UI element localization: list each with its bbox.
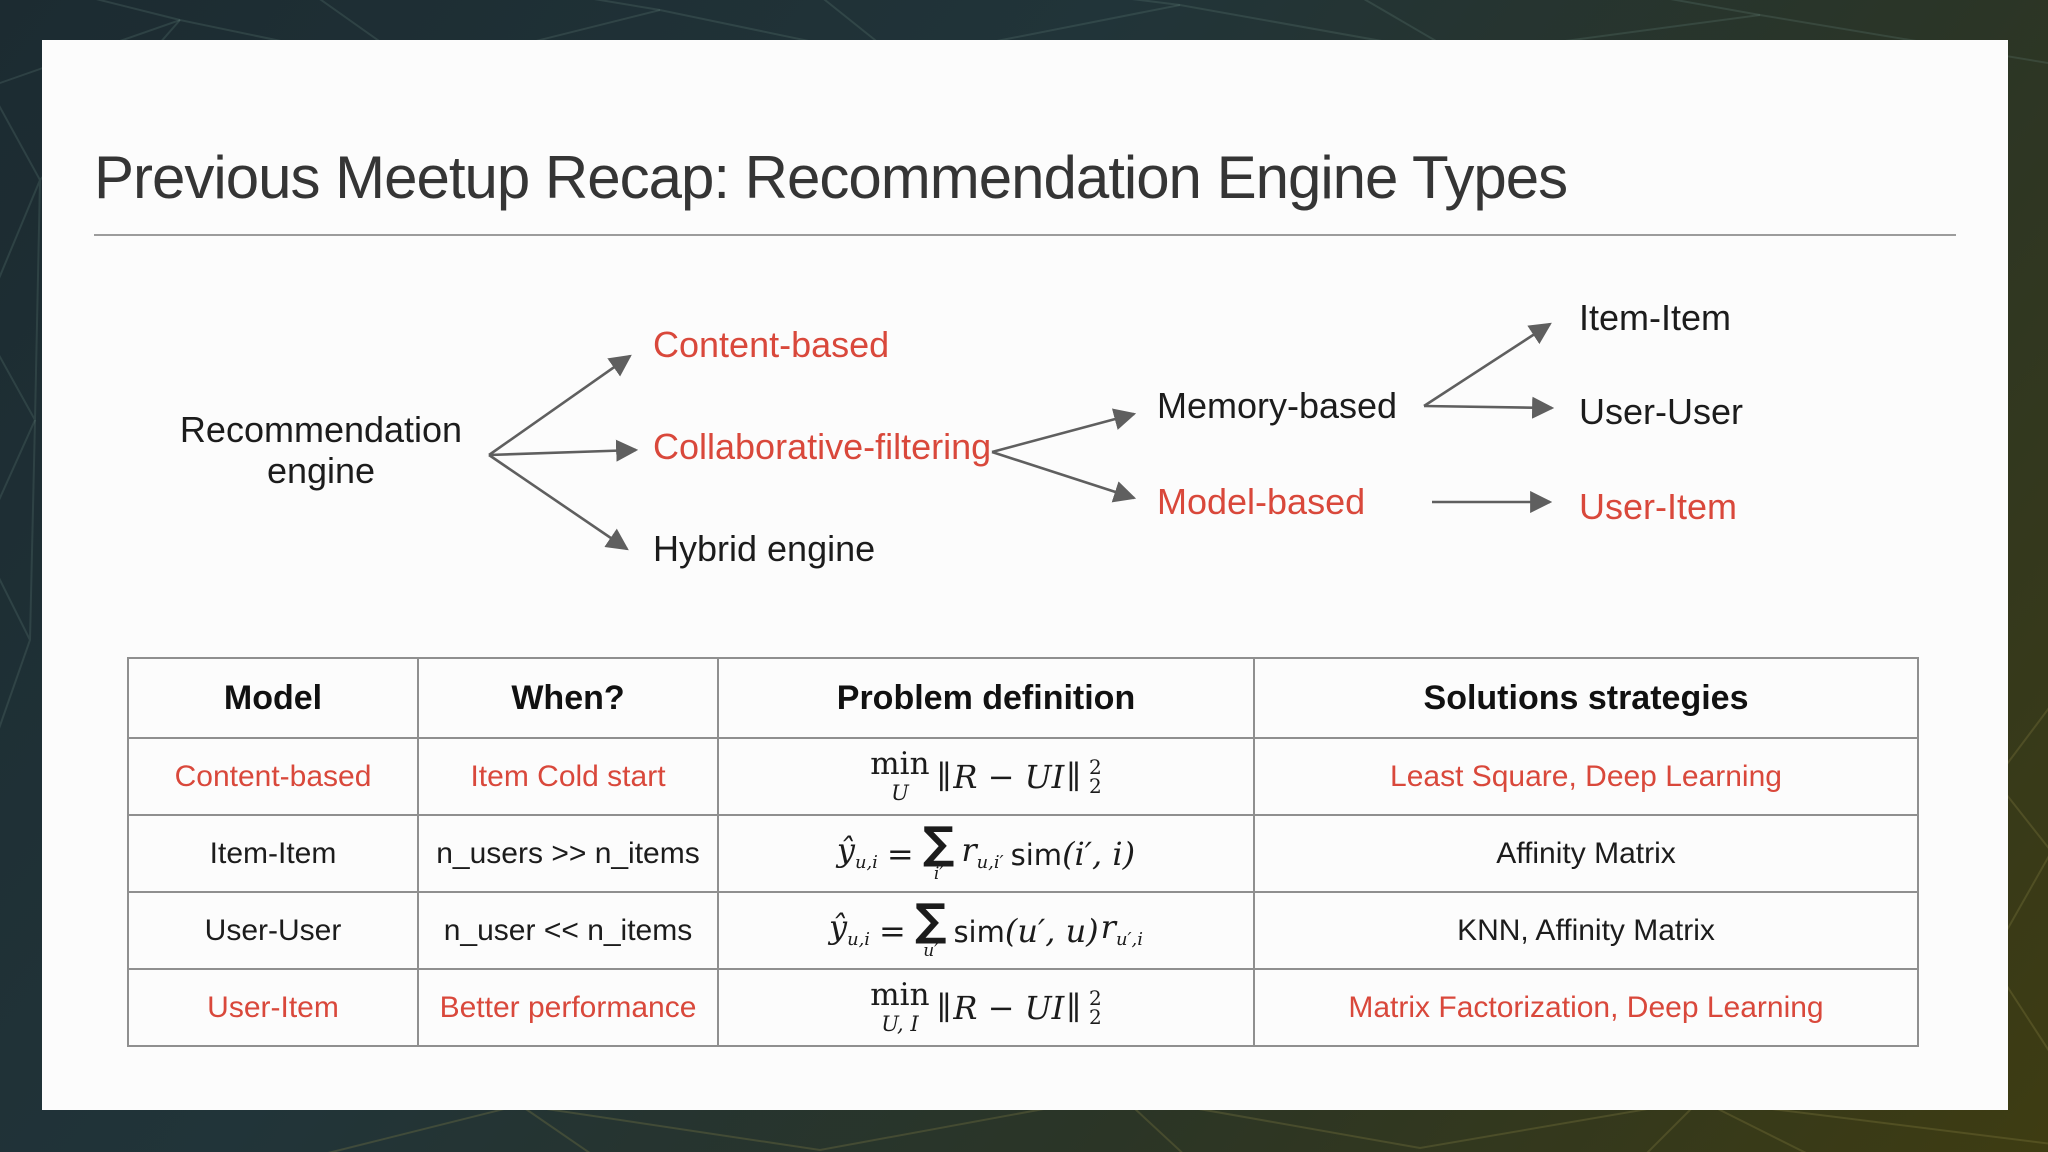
col-header-when: When? xyxy=(417,657,719,739)
cell-solutions: KNN, Affinity Matrix xyxy=(1253,891,1919,970)
node-item-item: Item-Item xyxy=(1579,297,1732,339)
node-user-user: User-User xyxy=(1579,391,1744,433)
formula-sim-term: sim(i′, i) xyxy=(1010,834,1136,873)
cell-when: Better performance xyxy=(417,968,719,1047)
table-row-user-item: User-Item Better performance min U, I ∥ … xyxy=(127,968,1919,1047)
min-operator: min U xyxy=(870,746,930,805)
cell-when: n_users >> n_items xyxy=(417,814,719,893)
table-row-content-based: Content-based Item Cold start min U ∥ R … xyxy=(127,737,1919,816)
sum-operator: ∑ i′ xyxy=(922,818,955,884)
title-divider xyxy=(94,234,1956,236)
slide: Previous Meetup Recap: Recommendation En… xyxy=(42,40,2008,1110)
formula-sum-user: ŷu,i = ∑ u′ sim(u′, u) ru′,i xyxy=(829,895,1143,961)
node-recommendation-engine: Recommendation engine xyxy=(180,409,462,491)
sum-operator: ∑ u′ xyxy=(914,895,947,961)
node-hybrid-engine: Hybrid engine xyxy=(653,528,876,570)
norm-exponents: 2 2 xyxy=(1088,754,1102,798)
cell-when: Item Cold start xyxy=(417,737,719,816)
formula-sum-item: ŷu,i = ∑ i′ ru,i′ sim(i′, i) xyxy=(836,818,1136,884)
node-root-line1: Recommendation xyxy=(179,409,463,450)
cell-problem-definition: ŷu,i = ∑ i′ ru,i′ sim(i′, i) xyxy=(717,814,1255,893)
cell-solutions: Matrix Factorization, Deep Learning xyxy=(1253,968,1919,1047)
norm-exponents: 2 2 xyxy=(1088,985,1102,1029)
cell-problem-definition: min U, I ∥ R − UI ∥ 2 2 xyxy=(717,968,1255,1047)
node-memory-based: Memory-based xyxy=(1157,385,1398,427)
node-model-based: Model-based xyxy=(1157,481,1366,523)
cell-model: User-Item xyxy=(127,968,419,1047)
formula-lhs: ŷu,i xyxy=(836,831,878,874)
table-header-row: Model When? Problem definition Solutions… xyxy=(127,657,1919,739)
min-operator: min U, I xyxy=(870,977,930,1036)
node-collaborative-filtering: Collaborative-filtering xyxy=(653,426,992,468)
node-user-item: User-Item xyxy=(1579,486,1738,528)
formula-min-norm: min U ∥ R − UI ∥ 2 2 xyxy=(870,746,1102,805)
models-comparison-table: Model When? Problem definition Solutions… xyxy=(127,657,1919,1047)
cell-when: n_user << n_items xyxy=(417,891,719,970)
cell-solutions: Least Square, Deep Learning xyxy=(1253,737,1919,816)
col-header-solutions-strategies: Solutions strategies xyxy=(1253,657,1919,739)
cell-problem-definition: min U ∥ R − UI ∥ 2 2 xyxy=(717,737,1255,816)
formula-term: ru,i′ xyxy=(961,831,1004,874)
table-row-item-item: Item-Item n_users >> n_items ŷu,i = ∑ i′… xyxy=(127,814,1919,893)
recommendation-engine-tree: Recommendation engine Content-based Coll… xyxy=(42,40,2008,1110)
cell-solutions: Affinity Matrix xyxy=(1253,814,1919,893)
page-title: Previous Meetup Recap: Recommendation En… xyxy=(94,144,1568,211)
formula-term: ru′,i xyxy=(1100,908,1143,951)
cell-problem-definition: ŷu,i = ∑ u′ sim(u′, u) ru′,i xyxy=(717,891,1255,970)
cell-model: User-User xyxy=(127,891,419,970)
node-root-line2: engine xyxy=(266,450,376,491)
node-content-based: Content-based xyxy=(653,324,890,366)
cell-model: Item-Item xyxy=(127,814,419,893)
diagram-arrows xyxy=(488,322,1555,551)
cell-model: Content-based xyxy=(127,737,419,816)
col-header-model: Model xyxy=(127,657,419,739)
formula-sim-term: sim(u′, u) xyxy=(953,911,1099,950)
col-header-problem-definition: Problem definition xyxy=(717,657,1255,739)
formula-lhs: ŷu,i xyxy=(829,908,871,951)
table-row-user-user: User-User n_user << n_items ŷu,i = ∑ u′ … xyxy=(127,891,1919,970)
formula-min-norm: min U, I ∥ R − UI ∥ 2 2 xyxy=(870,977,1102,1036)
